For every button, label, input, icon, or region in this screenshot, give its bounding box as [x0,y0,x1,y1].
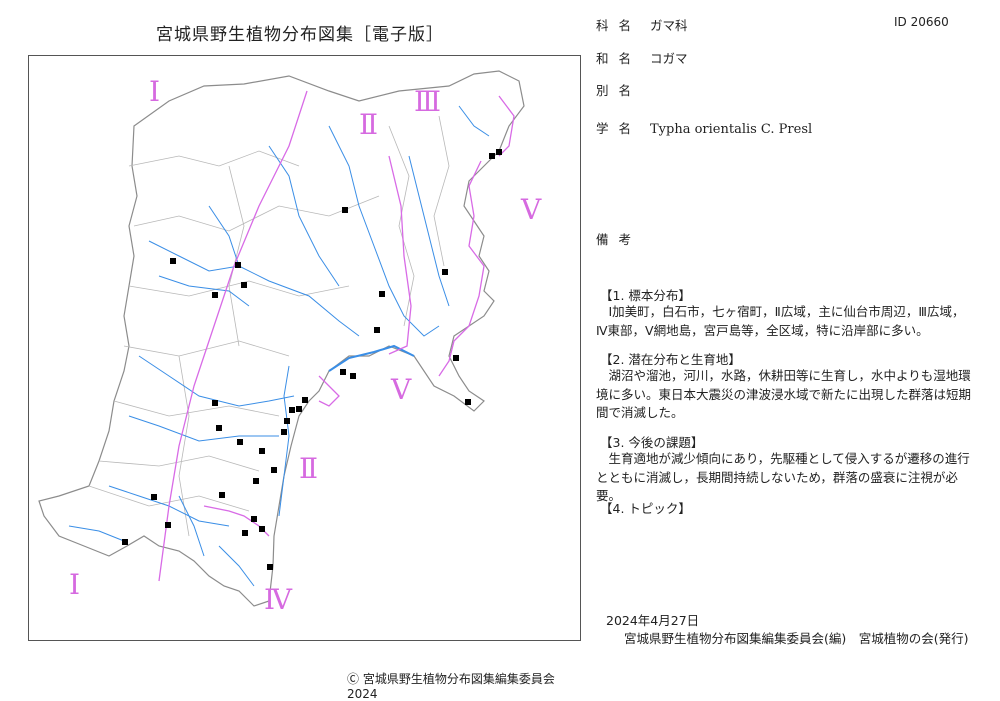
specimen-marker [219,492,225,498]
specimen-marker [442,269,448,275]
specimen-marker [453,355,459,361]
specimen-marker [241,282,247,288]
japanese-name-label: 和名 [596,51,642,66]
family-value: ガマ科 [649,18,688,33]
specimen-marker [342,207,348,213]
specimen-marker [122,539,128,545]
specimen-marker [242,530,248,536]
specimen-marker [296,406,302,412]
specimen-marker [379,291,385,297]
specimen-marker [281,429,287,435]
region-label-1-north: Ⅰ [149,75,160,108]
scientific-name-row: 学名 Typha orientalis C. Presl [596,118,812,137]
alt-name-row: 別名 [596,80,650,99]
section-body-issues: 生育適地が減少傾向にあり，先駆種として侵入するが遷移の進行とともに消滅し，長期間… [596,451,970,503]
region-label-4: Ⅳ [264,583,293,616]
family-label: 科名 [596,18,642,33]
section-heading-topic: 【4. トピック】 [600,501,691,516]
specimen-markers [122,149,502,570]
japanese-name-value: コガマ [649,51,688,66]
specimen-marker [165,522,171,528]
copyright-notice: Ⓒ 宮城県野生植物分布図集編集委員会 2024 [347,672,567,701]
specimen-marker [496,149,502,155]
section-body-habitat: 湖沼や溜池，河川，水路，休耕田等に生育し，水中よりも湿地環境に多い。東日本大震災… [596,368,972,420]
specimen-marker [302,397,308,403]
specimen-marker [212,292,218,298]
region-label-5-east: Ⅴ [520,193,542,226]
specimen-marker [259,448,265,454]
region-label-2-north: Ⅱ [359,108,378,141]
specimen-marker [216,425,222,431]
specimen-marker [465,399,471,405]
region-label-2-south: Ⅱ [299,452,318,485]
specimen-marker [267,564,273,570]
section-body-specimen: Ⅰ加美町，白石市，七ヶ宿町，Ⅱ広域，主に仙台市周辺，Ⅲ広域，Ⅳ東部，Ⅴ網地島，宮… [596,304,965,338]
id-number: ID 20660 [894,15,949,29]
rivers [68,105,490,587]
prefecture-outline [38,70,525,607]
region-boundaries [158,90,515,582]
scientific-name-value: Typha orientalis C. Presl [649,122,813,137]
specimen-marker [251,516,257,522]
publication-date: 2024年4月27日 [606,613,700,628]
specimen-marker [170,258,176,264]
specimen-marker [259,526,265,532]
specimen-marker [253,478,259,484]
region-label-5-south: Ⅴ [390,373,412,406]
notes-row: 備考 [596,229,650,248]
specimen-marker [237,439,243,445]
region-label-3: Ⅲ [414,85,441,118]
region-label-1-south: Ⅰ [69,568,80,601]
specimen-marker [151,494,157,500]
specimen-marker [340,369,346,375]
specimen-marker [489,153,495,159]
specimen-marker [235,262,241,268]
specimen-marker [350,373,356,379]
alt-name-label: 別名 [596,83,642,98]
map-graphic: Ⅰ Ⅱ Ⅲ Ⅴ Ⅴ Ⅱ Ⅰ Ⅳ [38,70,542,616]
specimen-marker [284,418,290,424]
section-heading-issues: 【3. 今後の課題】 [600,435,704,450]
distribution-map: Ⅰ Ⅱ Ⅲ Ⅴ Ⅴ Ⅱ Ⅰ Ⅳ [28,55,581,701]
specimen-marker [289,407,295,413]
specimen-marker [212,400,218,406]
map-title: 宮城県野生植物分布図集［電子版］ [156,25,444,45]
section-heading-habitat: 【2. 潜在分布と生育地】 [600,352,741,367]
section-heading-specimen: 【1. 標本分布】 [600,288,691,303]
info-panel: 科名 ガマ科 ID 20660 和名 コガマ 別名 学名 Typha orien… [596,0,996,658]
specimen-marker [374,327,380,333]
notes-label: 備考 [596,232,642,247]
publisher-line: 宮城県野生植物分布図集編集委員会(編) 宮城植物の会(発行) [624,631,969,646]
japanese-name-row: 和名 コガマ [596,48,688,67]
specimen-marker [271,467,277,473]
family-row: 科名 ガマ科 [596,15,688,34]
scientific-name-label: 学名 [596,121,642,136]
